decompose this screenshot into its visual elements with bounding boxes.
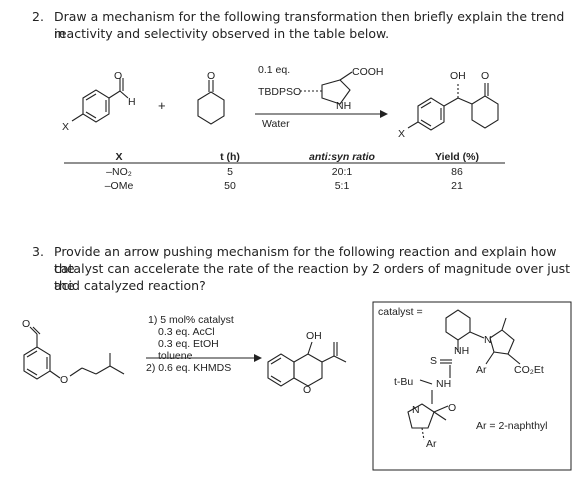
thiourea-sulfur: S: [430, 355, 438, 367]
proline-catalyst-structure: [300, 71, 353, 105]
question-2-line-1: Draw a mechanism for the following trans…: [54, 9, 565, 41]
reaction-arrow-1-head: [380, 110, 388, 118]
thiourea-catalyst-structure: [407, 309, 521, 441]
condition-1: 1) 5 mol% catalyst: [148, 314, 234, 326]
aldehyde-oxygen: O: [22, 318, 31, 330]
aryl-allyl-ether-structure: [23, 326, 125, 380]
carboxylic-acid-group: COOH: [352, 66, 384, 78]
table-cell: 21: [451, 180, 463, 192]
table-cell: –OMe: [104, 180, 134, 192]
condition-2: 0.3 eq. AcCl: [158, 326, 215, 338]
thiourea-nh-2: NH: [436, 378, 452, 390]
table-header-yield: Yield (%): [435, 151, 479, 163]
catalyst-protecting-group: TBDPSO: [258, 86, 302, 98]
benzaldehyde-structure: [71, 78, 129, 123]
table-header-x: X: [115, 151, 123, 163]
table-cell: 20:1: [331, 166, 353, 178]
table-cell: 86: [451, 166, 463, 178]
proline-nitrogen: NH: [336, 100, 352, 112]
product-ketone-oxygen: O: [481, 70, 490, 82]
question-3-line-1: Provide an arrow pushing mechanism for t…: [54, 244, 557, 276]
plus-sign: +: [158, 98, 166, 113]
product-substituent-x: X: [398, 128, 406, 140]
question-2-number: 2.: [32, 9, 44, 24]
table-cell: –NO₂: [106, 166, 132, 178]
chromanol-hydroxyl: OH: [306, 330, 322, 342]
solvent-label: Water: [262, 118, 290, 130]
table-header-time: t (h): [220, 151, 240, 163]
reaction-arrow-2-head: [254, 354, 262, 362]
pyrrole-aryl: Ar: [476, 364, 487, 376]
question-2-line-2: reactivity and selectivity observed in t…: [54, 26, 390, 41]
amide-oxygen: O: [448, 402, 457, 414]
table-cell: 50: [224, 180, 236, 192]
thiourea-nh-1: NH: [454, 345, 470, 357]
condition-4: toluene: [158, 350, 193, 362]
pyrrole-nitrogen: N: [484, 334, 492, 346]
product-hydroxyl: OH: [450, 70, 466, 82]
table-cell: 5:1: [334, 180, 350, 192]
benzaldehyde-oxygen: O: [114, 70, 123, 82]
cyclohexanone-structure: [197, 80, 225, 125]
condition-5: 2) 0.6 eq. KHMDS: [146, 362, 232, 374]
chromane-oxygen: O: [303, 384, 312, 396]
question-3-line-3: acid catalyzed reaction?: [54, 278, 206, 293]
catalyst-amount: 0.1 eq.: [258, 64, 291, 76]
tert-butyl-group: t-Bu: [394, 376, 414, 388]
benzaldehyde-hydrogen: H: [128, 96, 136, 108]
table-cell: 5: [227, 166, 233, 178]
ethyl-ester: CO₂Et: [514, 364, 544, 376]
aldol-product-structure: [407, 83, 499, 131]
catalyst-box: [372, 301, 572, 471]
pyrrolidine-nitrogen: N: [412, 404, 420, 416]
catalyst-label: catalyst =: [378, 306, 423, 318]
chromanol-product-structure: [267, 341, 347, 387]
question-3-line-2: catalyst can accelerate the rate of the …: [54, 261, 571, 293]
pyrrolidine-aryl: Ar: [426, 438, 437, 450]
question-3-number: 3.: [32, 244, 44, 259]
ether-oxygen: O: [60, 374, 69, 386]
table-header-ratio: anti:syn ratio: [309, 151, 375, 163]
cyclohexanone-oxygen: O: [207, 70, 216, 82]
condition-3: 0.3 eq. EtOH: [158, 338, 219, 350]
benzaldehyde-substituent-x: X: [62, 121, 70, 133]
aryl-definition: Ar = 2-naphthyl: [476, 420, 548, 432]
